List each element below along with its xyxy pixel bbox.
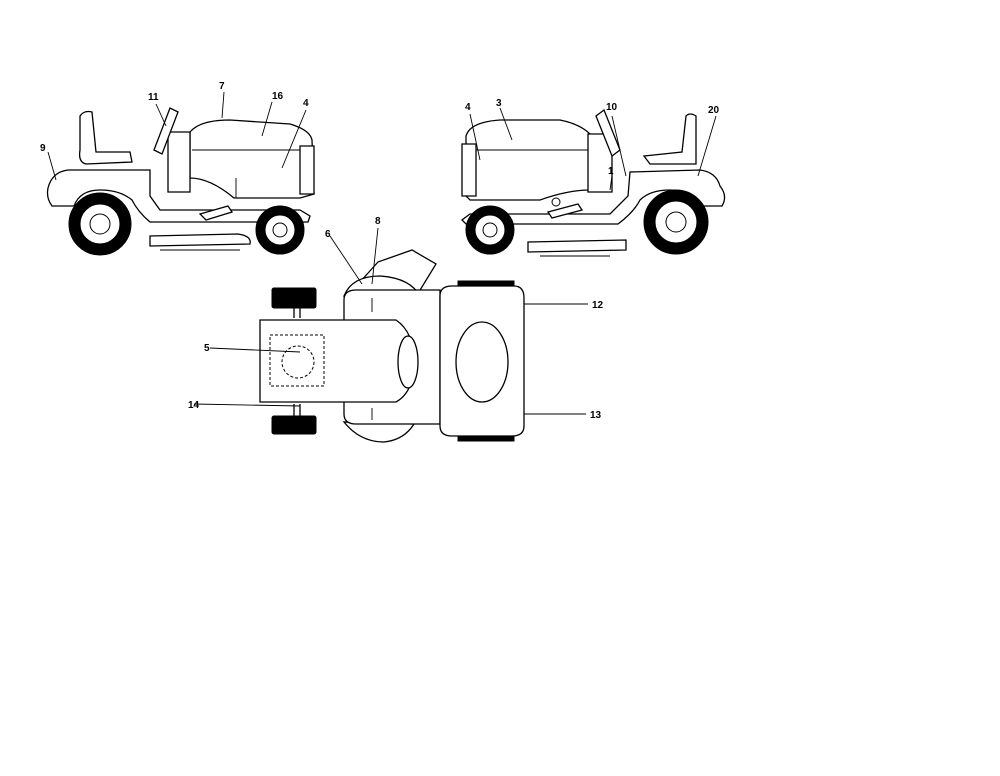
callout-4-left: 4	[303, 98, 309, 109]
leader-lines	[47, 91, 717, 415]
callout-11: 11	[148, 92, 159, 103]
callout-16: 16	[272, 91, 284, 102]
callout-20: 20	[708, 105, 720, 116]
callout-12: 12	[592, 300, 604, 311]
callout-7: 7	[219, 81, 225, 92]
callout-9: 9	[40, 143, 46, 154]
callout-6: 6	[325, 229, 331, 240]
callout-14: 14	[188, 400, 200, 411]
callout-10: 10	[606, 102, 618, 113]
callout-13: 13	[590, 410, 602, 421]
callout-4-right: 4	[465, 102, 471, 113]
tractor-right-view	[461, 108, 726, 257]
tractor-left-view	[46, 107, 315, 256]
callout-1: 1	[608, 166, 614, 177]
callout-labels: 9 11 7 16 4 4 3 10 1 20 6 8 5 14 12 13	[40, 81, 720, 421]
callout-8: 8	[375, 216, 381, 227]
callout-3: 3	[496, 98, 502, 109]
callout-5: 5	[204, 343, 210, 354]
tractor-top-view	[259, 249, 525, 443]
